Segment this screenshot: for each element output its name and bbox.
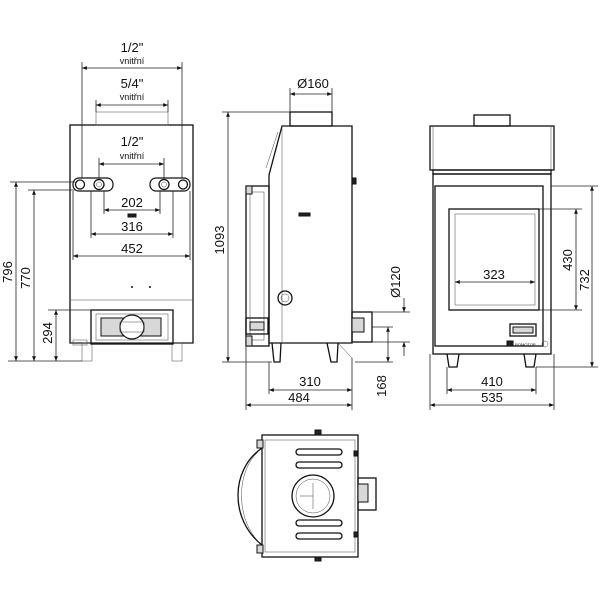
dim-484: 484 xyxy=(288,390,310,405)
side-door xyxy=(245,185,270,347)
side-air-inlet-icon xyxy=(277,290,293,306)
dim-294: 294 xyxy=(40,322,55,344)
top-flue-icon xyxy=(291,474,335,518)
right-connection xyxy=(149,177,191,192)
dim-202: 202 xyxy=(121,195,143,210)
dim-323: 323 xyxy=(483,267,505,282)
dim-732: 732 xyxy=(577,269,592,291)
front-leg-right xyxy=(171,342,183,362)
dim-mid-pipe-note: vnitřní xyxy=(120,92,145,102)
dim-top-pipe-note: vnitřní xyxy=(120,56,145,66)
dim-flue: Ø160 xyxy=(297,76,329,91)
dim-770: 770 xyxy=(18,267,33,289)
front-leg-left xyxy=(81,342,93,362)
svg-text:ROMOTOP: ROMOTOP xyxy=(515,342,536,347)
dim-796: 796 xyxy=(0,261,15,283)
glass-view: ROMOTOP 323 430 732 410 535 xyxy=(429,114,598,410)
dim-430: 430 xyxy=(560,249,575,271)
left-connection xyxy=(72,177,114,192)
dim-316: 316 xyxy=(121,219,143,234)
side-flue xyxy=(289,111,333,127)
top-view xyxy=(237,429,377,562)
dim-410: 410 xyxy=(481,374,503,389)
dim-low-pipe-note: vnitřní xyxy=(120,151,145,161)
side-body xyxy=(268,125,353,344)
dim-310: 310 xyxy=(299,374,321,389)
dim-height: 1093 xyxy=(212,226,227,255)
front-ash-box xyxy=(90,309,174,345)
dim-452: 452 xyxy=(121,241,143,256)
dim-mid-pipe: 5/4" xyxy=(121,76,144,91)
dim-168: 168 xyxy=(374,375,389,397)
glass-window xyxy=(448,208,540,311)
front-flue-collar xyxy=(95,111,169,126)
dim-535: 535 xyxy=(481,390,503,405)
front-view: 1/2" vnitřní 5/4" vnitřní 1/2" vnitřní 2… xyxy=(0,40,194,362)
dim-air: Ø120 xyxy=(388,266,403,298)
front-air-inlet-icon xyxy=(119,314,145,340)
dim-top-pipe: 1/2" xyxy=(121,40,144,55)
side-view: Ø160 1093 Ø120 168 310 484 xyxy=(212,76,410,410)
glass-top-hood xyxy=(429,125,555,171)
dim-low-pipe: 1/2" xyxy=(121,134,144,149)
